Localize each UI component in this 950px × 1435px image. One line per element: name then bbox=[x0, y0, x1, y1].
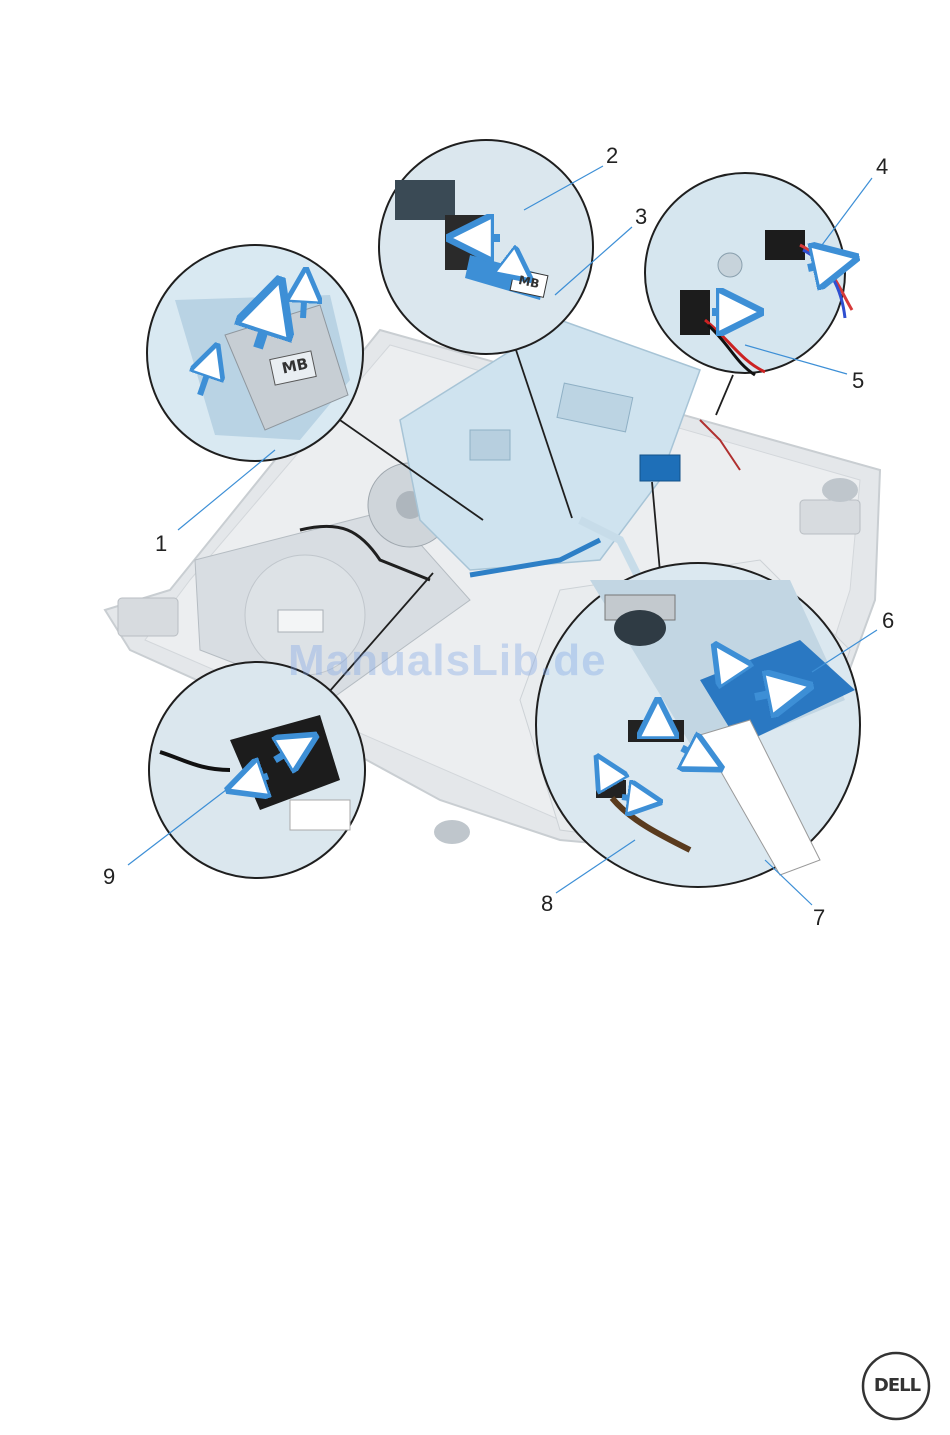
processor bbox=[470, 430, 510, 460]
dell-badge bbox=[614, 610, 666, 646]
fingerprint-connector bbox=[596, 780, 626, 798]
callout-7: 7 bbox=[813, 907, 825, 929]
right-speaker bbox=[822, 478, 858, 502]
speaker-connector bbox=[765, 230, 805, 260]
ribbon-end bbox=[290, 800, 350, 830]
hdd-label bbox=[278, 610, 323, 632]
zoom-circle-mb-connector bbox=[379, 140, 593, 354]
dell-logo-text: DELL bbox=[866, 1375, 928, 1396]
callout-3: 3 bbox=[635, 206, 647, 228]
right-hinge bbox=[800, 500, 860, 534]
zoom-circle-display-cable bbox=[149, 662, 365, 878]
callout-6: 6 bbox=[882, 610, 894, 632]
callout-1: 1 bbox=[155, 533, 167, 555]
power-connector bbox=[680, 290, 710, 335]
left-hinge bbox=[118, 598, 178, 636]
callout-9: 9 bbox=[103, 866, 115, 888]
io-board-cable-connector bbox=[640, 455, 680, 481]
zoom-circle-io-cables bbox=[536, 563, 860, 887]
zoom-circle-mb-cable bbox=[147, 245, 363, 461]
left-speaker bbox=[434, 820, 470, 844]
callout-4: 4 bbox=[876, 156, 888, 178]
zoom-circle-power-connectors bbox=[645, 173, 852, 375]
watermark: ManualsLib.de bbox=[288, 636, 607, 686]
callout-8: 8 bbox=[541, 893, 553, 915]
chip bbox=[395, 180, 455, 220]
callout-2: 2 bbox=[606, 145, 618, 167]
callout-5: 5 bbox=[852, 370, 864, 392]
